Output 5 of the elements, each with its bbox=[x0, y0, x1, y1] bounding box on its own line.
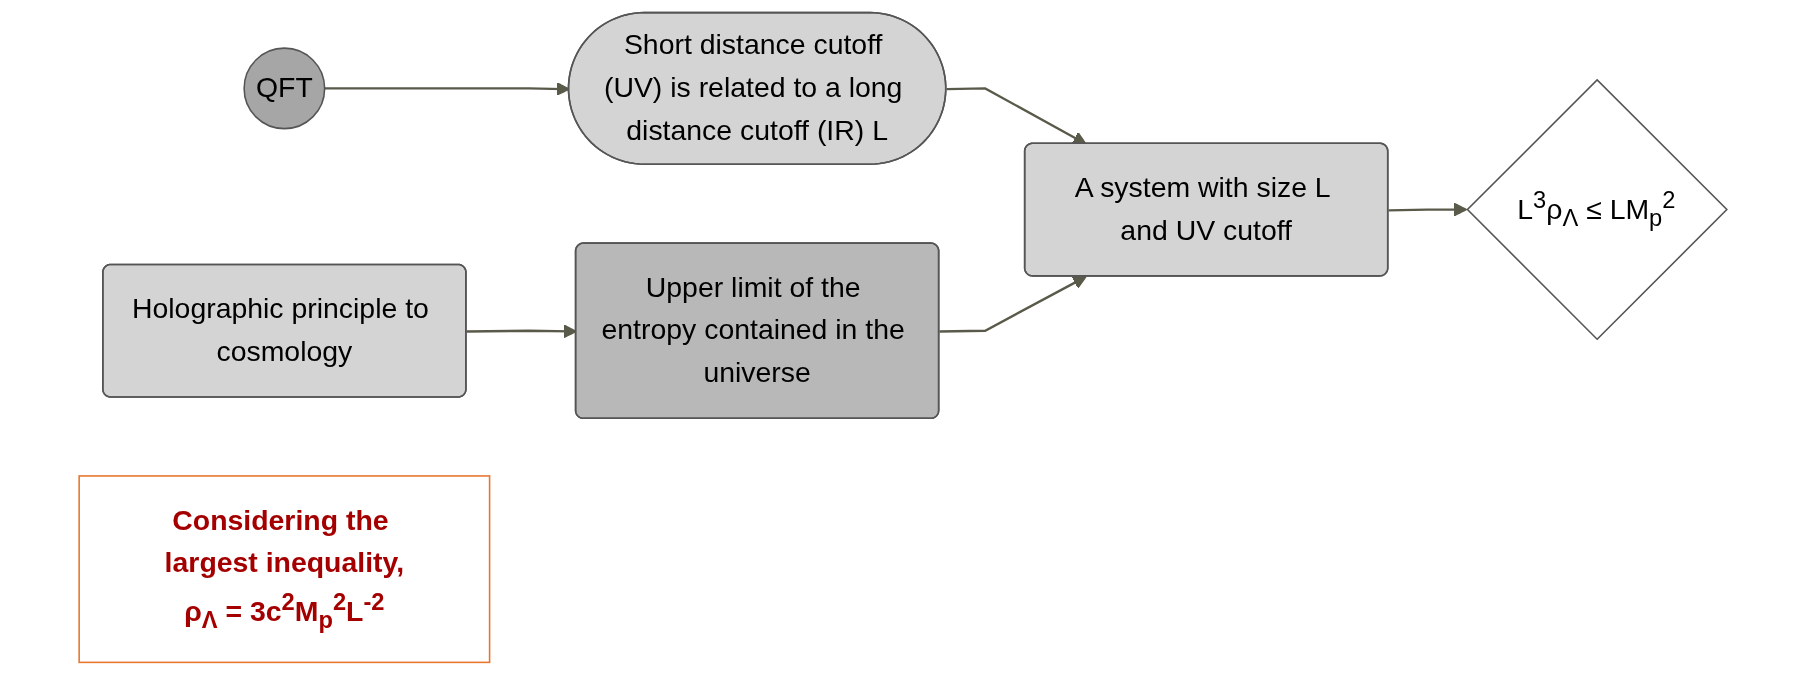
node-box: Considering the largest inequality, ρ$_{Λ}$ = 3c$^{2}$M$_{p}$$^{2}$L$^{-2}$ bbox=[78, 475, 491, 664]
node-circle: QFT bbox=[243, 47, 326, 130]
arrow bbox=[939, 276, 1087, 333]
arrow bbox=[946, 87, 1087, 145]
arrow bbox=[1388, 202, 1468, 217]
